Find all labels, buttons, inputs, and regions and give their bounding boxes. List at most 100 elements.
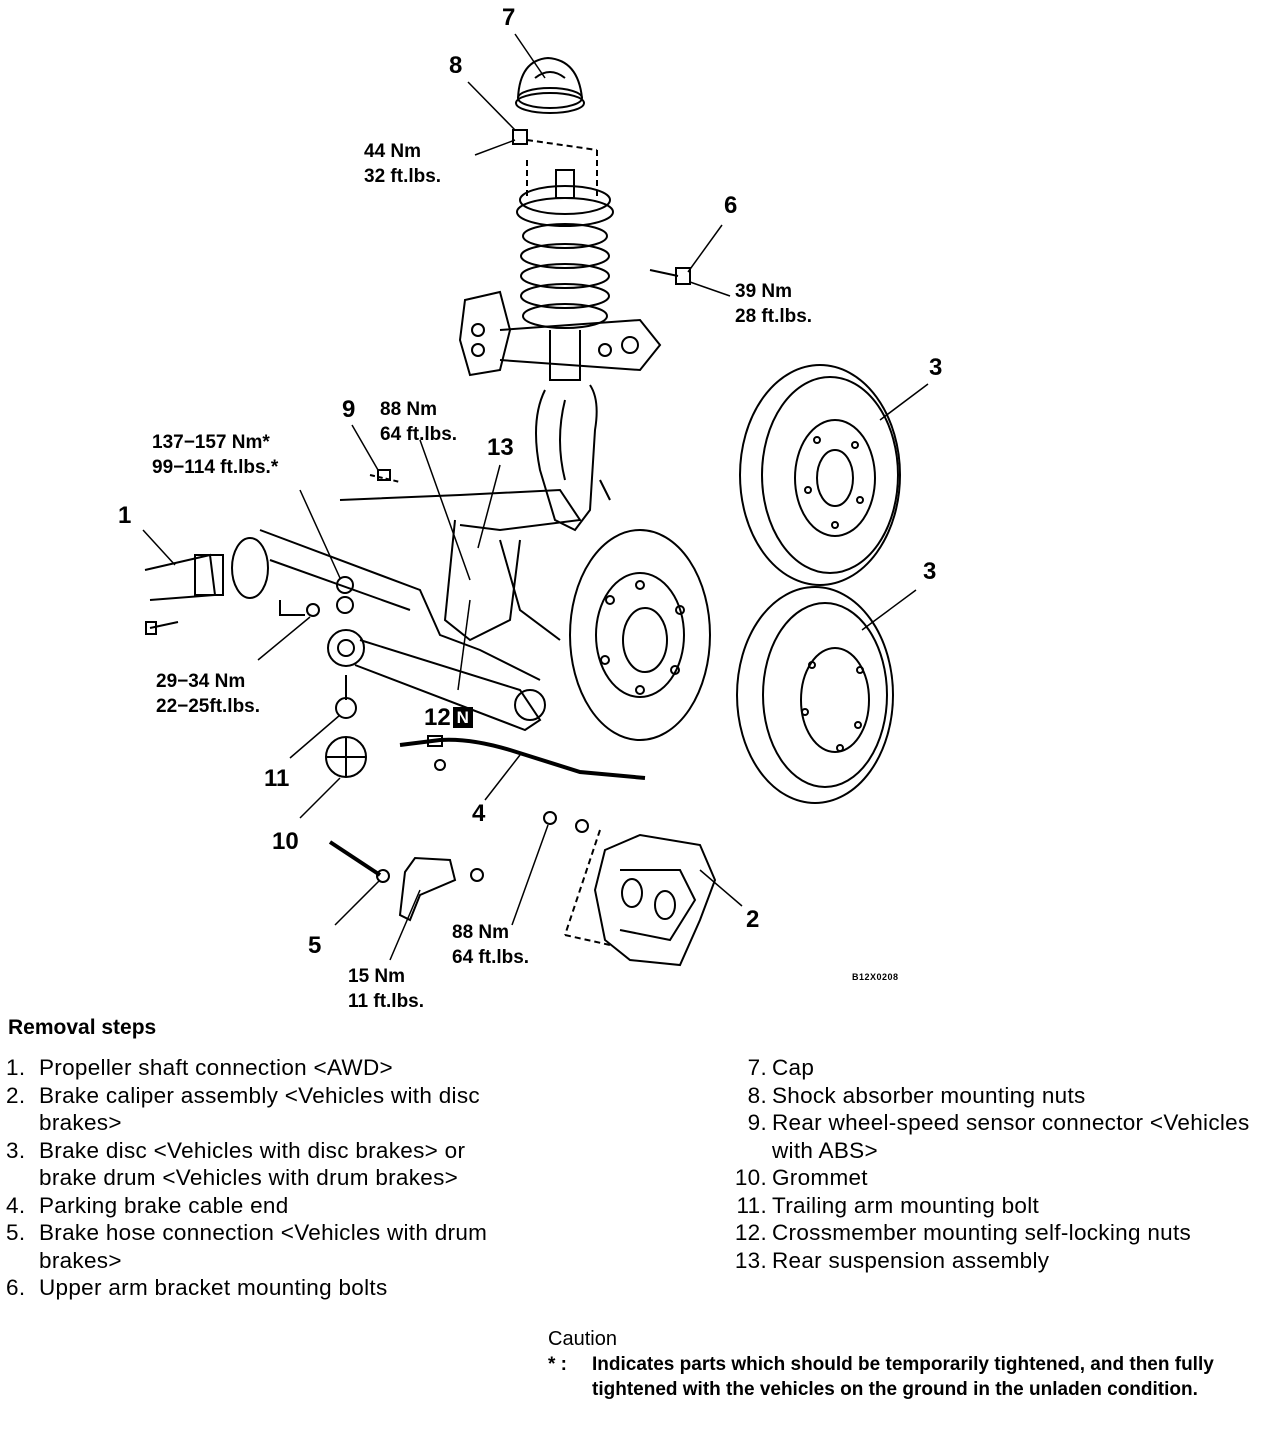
step-number: 5. <box>6 1220 26 1245</box>
step-number: 1. <box>6 1055 26 1080</box>
torque-nm: 39 Nm <box>735 281 793 302</box>
step-number: 2. <box>6 1082 26 1108</box>
parking-brake-cable <box>399 735 646 780</box>
step-number: 7. <box>747 1055 767 1080</box>
step-text: Rear suspension assembly <box>772 1247 1050 1273</box>
step-item: 8.Shock absorber mounting nuts <box>722 1082 1262 1110</box>
step-item: 2. Brake caliper assembly <Vehicles with … <box>6 1082 506 1137</box>
torque-ftlbs: 22−25ft.lbs. <box>156 696 261 717</box>
suspension-drawing <box>142 33 929 967</box>
step-text: Brake caliper assembly <Vehicles with di… <box>39 1082 480 1136</box>
removal-steps-left: 1. Propeller shaft connection <AWD> 2. Bra… <box>6 1054 506 1302</box>
caution-title: Caution <box>548 1328 617 1350</box>
step-number: 13. <box>734 1247 767 1273</box>
wheel-speed-sensor-connector <box>369 469 401 483</box>
step-item: 11.Trailing arm mounting bolt <box>722 1192 1262 1220</box>
torque-ftlbs: 99−114 ft.lbs.* <box>152 457 279 478</box>
torque-ftlbs: 64 ft.lbs. <box>380 424 458 445</box>
brake-disc <box>736 586 894 804</box>
torque-ftlbs: 32 ft.lbs. <box>364 166 442 187</box>
grommet-part <box>325 736 367 778</box>
torque-shock-nut: 44 Nm 32 ft.lbs. <box>364 139 441 189</box>
caution-marker: * : <box>548 1354 567 1375</box>
upper-arm-bolt <box>649 267 691 285</box>
self-locking-nut-badge: N <box>452 707 473 728</box>
torque-trailing-arm-bolt: 137−157 Nm* 99−114 ft.lbs.* <box>152 430 278 480</box>
callout-1: 1 <box>118 502 132 529</box>
brake-caliper <box>543 811 717 967</box>
step-text: Brake hose connection <Vehicles with dru… <box>39 1220 488 1273</box>
step-item: 10.Grommet <box>722 1164 1262 1192</box>
torque-upper-arm-bolt: 39 Nm 28 ft.lbs. <box>735 279 812 329</box>
torque-nm: 88 Nm <box>380 399 438 420</box>
brake-hose <box>328 840 484 922</box>
torque-nm: 44 Nm <box>364 141 422 162</box>
step-text: Propeller shaft connection <AWD> <box>39 1055 393 1080</box>
step-item: 3. Brake disc <Vehicles with disc brakes>… <box>6 1137 506 1192</box>
propeller-shaft <box>144 537 320 635</box>
torque-ftlbs: 64 ft.lbs. <box>452 947 530 968</box>
step-text: Grommet <box>772 1165 868 1190</box>
upper-arm-bracket <box>458 290 662 377</box>
callout-2: 2 <box>746 906 760 933</box>
torque-ftlbs: 11 ft.lbs. <box>348 991 425 1012</box>
removal-steps-title: Removal steps <box>8 1016 157 1039</box>
torque-propeller-shaft: 29−34 Nm 22−25ft.lbs. <box>156 669 260 719</box>
step-item: 6. Upper arm bracket mounting bolts <box>6 1274 506 1302</box>
step-number: 6. <box>6 1275 26 1300</box>
step-item: 4. Parking brake cable end <box>6 1192 506 1220</box>
step-text: Upper arm bracket mounting bolts <box>39 1275 388 1300</box>
torque-caliper-bolt: 88 Nm 64 ft.lbs. <box>452 920 529 970</box>
step-item: 7.Cap <box>722 1054 1262 1082</box>
trailing-arm-bolt <box>327 576 365 719</box>
caution-text: Indicates parts which should be temporar… <box>592 1354 1214 1400</box>
callout-7: 7 <box>502 4 516 31</box>
step-number: 3. <box>6 1137 26 1163</box>
step-number: 4. <box>6 1192 26 1218</box>
brake-drum <box>739 364 901 586</box>
step-text: Parking brake cable end <box>39 1192 289 1218</box>
torque-crossmember-nut: 88 Nm 64 ft.lbs. <box>380 397 457 447</box>
torque-ftlbs: 28 ft.lbs. <box>735 306 813 327</box>
leader-lines <box>142 33 929 961</box>
torque-nm: 15 Nm <box>348 966 406 987</box>
figure-code: B12X0208 <box>852 972 899 982</box>
callout-9: 9 <box>342 396 356 423</box>
callout-4: 4 <box>472 800 486 827</box>
step-item: 13.Rear suspension assembly <box>722 1247 1262 1275</box>
step-text: Shock absorber mounting nuts <box>772 1082 1086 1108</box>
callout-5: 5 <box>308 932 322 959</box>
torque-nm: 29−34 Nm <box>156 671 246 692</box>
torque-brake-hose: 15 Nm 11 ft.lbs. <box>348 964 424 1014</box>
callout-13: 13 <box>487 434 514 461</box>
removal-steps-right: 7.Cap 8.Shock absorber mounting nuts 9.R… <box>722 1054 1262 1274</box>
coil-spring-strut <box>516 169 614 532</box>
step-number: 10. <box>734 1165 767 1190</box>
step-item: 1. Propeller shaft connection <AWD> <box>6 1054 506 1082</box>
callout-12-number: 12 <box>424 704 451 731</box>
step-number: 9. <box>747 1110 767 1135</box>
callout-6: 6 <box>724 192 738 219</box>
step-text: Crossmember mounting self-locking nuts <box>772 1220 1192 1245</box>
callout-10: 10 <box>272 828 299 855</box>
step-number: 11. <box>736 1192 767 1218</box>
callout-11: 11 <box>264 765 290 792</box>
hub-and-disc <box>569 529 711 741</box>
step-text: Cap <box>772 1055 815 1080</box>
step-number: 12. <box>734 1220 767 1245</box>
step-text: Rear wheel-speed sensor connector <Vehic… <box>772 1110 1250 1163</box>
step-number: 8. <box>747 1082 767 1108</box>
callout-3-disc: 3 <box>923 558 937 585</box>
torque-nm: 137−157 Nm* <box>152 432 270 453</box>
step-text: Trailing arm mounting bolt <box>772 1192 1040 1218</box>
step-item: 5. Brake hose connection <Vehicles with d… <box>6 1219 506 1274</box>
callout-8: 8 <box>449 52 463 79</box>
step-item: 12.Crossmember mounting self-locking nut… <box>722 1219 1262 1247</box>
step-text: Brake disc <Vehicles with disc brakes> o… <box>39 1137 466 1191</box>
callout-3-drum: 3 <box>929 354 943 381</box>
step-item: 9.Rear wheel-speed sensor connector <Veh… <box>722 1109 1262 1164</box>
torque-nm: 88 Nm <box>452 922 510 943</box>
cap-part <box>515 56 585 114</box>
